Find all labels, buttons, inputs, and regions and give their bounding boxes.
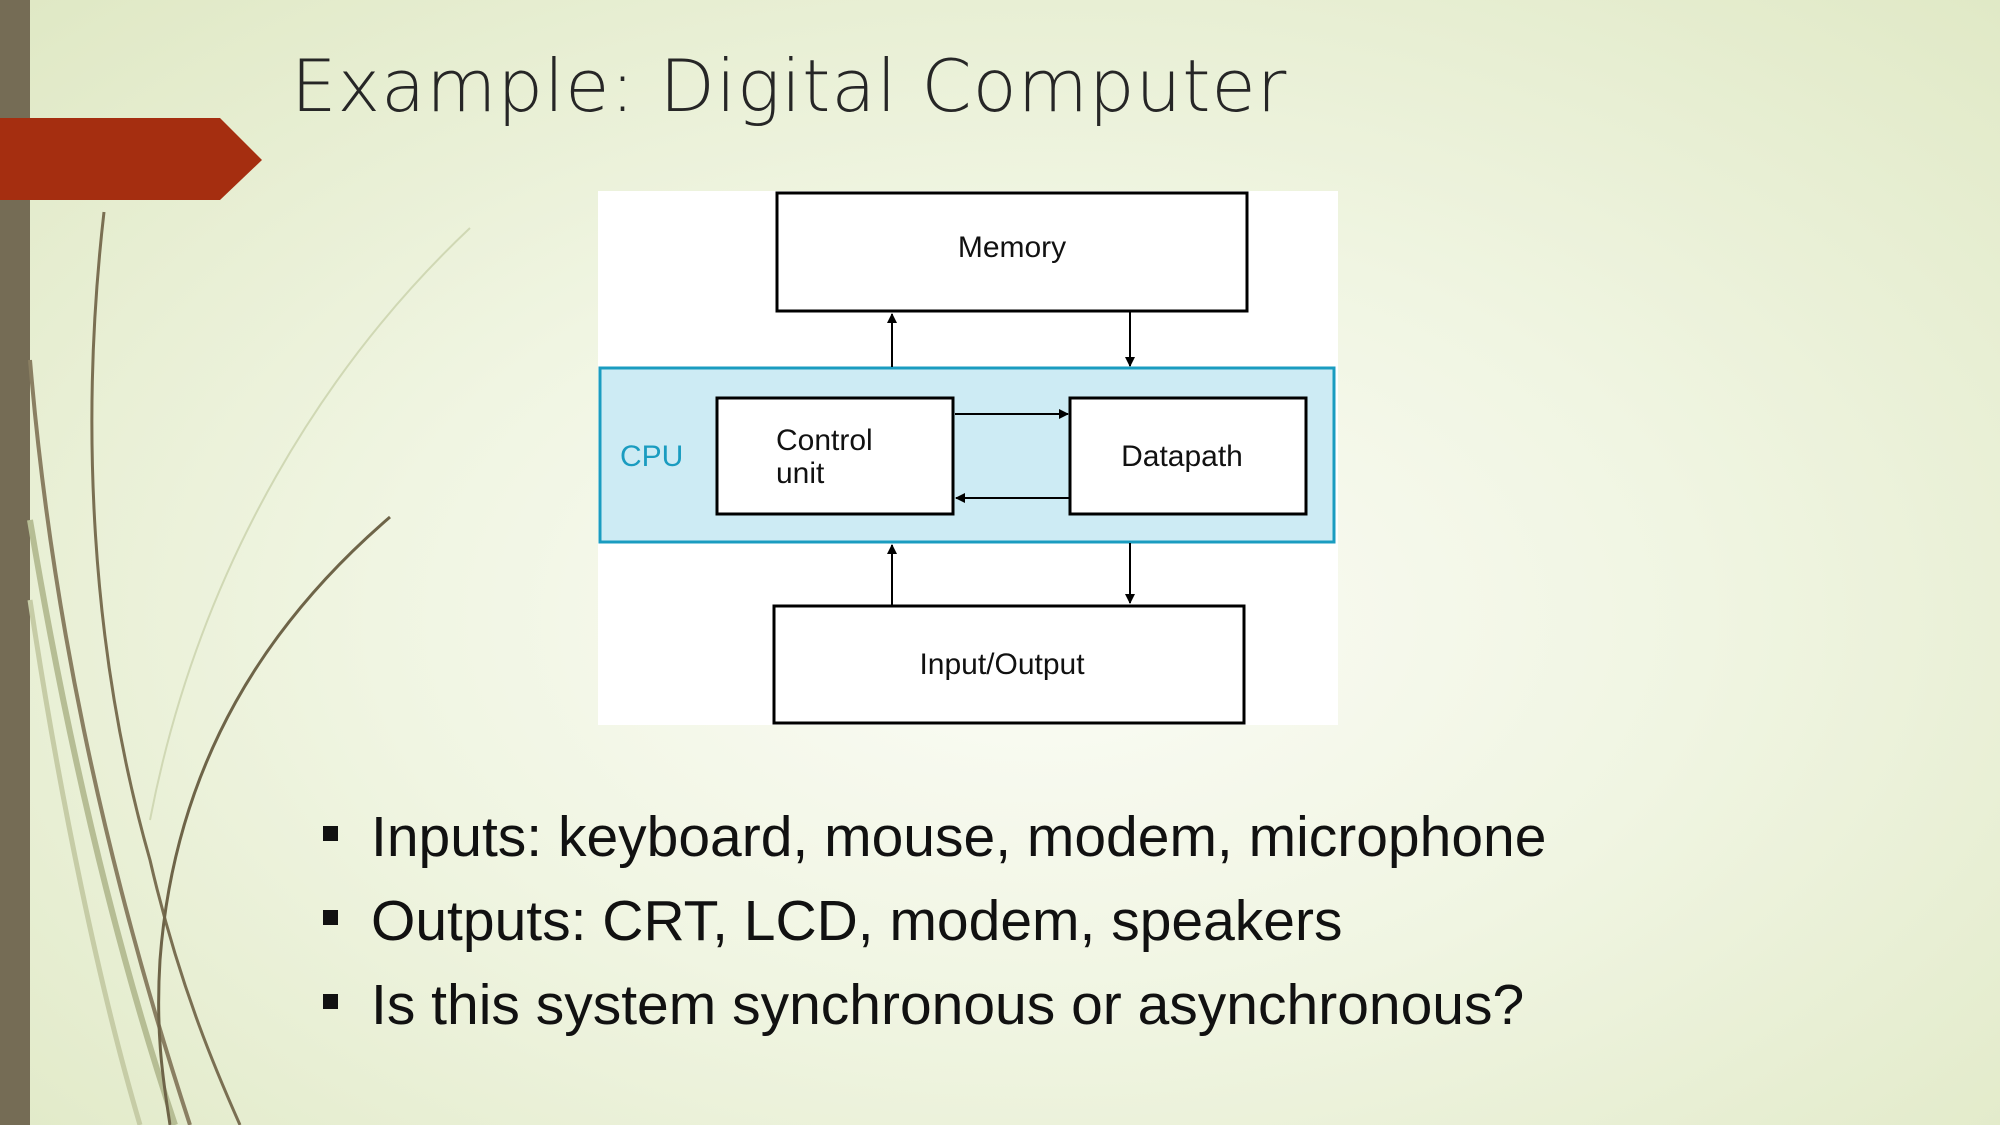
square-bullet-icon [323, 994, 338, 1009]
datapath-box: Datapath [1068, 396, 1308, 516]
bullet-text: Inputs: keyboard, mouse, modem, micropho… [371, 805, 1547, 869]
bullet-text: Outputs: CRT, LCD, modem, speakers [371, 889, 1343, 953]
computer-block-diagram: CPU Memory Control unit Datapath Input/O… [598, 191, 1338, 725]
bullet-list: Inputs: keyboard, mouse, modem, micropho… [320, 795, 1546, 1047]
title-arrow-tab [0, 118, 262, 200]
bullet-item-outputs: Outputs: CRT, LCD, modem, speakers [320, 879, 1546, 963]
control-unit-box: Control unit [715, 396, 955, 516]
control-unit-label-line1: Control [776, 424, 873, 457]
bullet-text: Is this system synchronous or asynchrono… [371, 973, 1525, 1037]
bullet-item-inputs: Inputs: keyboard, mouse, modem, micropho… [320, 795, 1546, 879]
cpu-label: CPU [620, 440, 683, 473]
io-label: Input/Output [919, 648, 1085, 681]
memory-label: Memory [958, 231, 1066, 264]
io-box: Input/Output [772, 604, 1246, 725]
connection-arrows [887, 312, 1135, 605]
slide-title: Example: Digital Computer [291, 44, 1288, 128]
square-bullet-icon [323, 826, 338, 841]
datapath-label: Datapath [1121, 440, 1243, 473]
memory-box: Memory [775, 191, 1249, 313]
bullet-item-question: Is this system synchronous or asynchrono… [320, 963, 1546, 1047]
decorative-swooshes [0, 118, 471, 1125]
square-bullet-icon [323, 910, 338, 925]
control-unit-label-line2: unit [776, 457, 825, 490]
